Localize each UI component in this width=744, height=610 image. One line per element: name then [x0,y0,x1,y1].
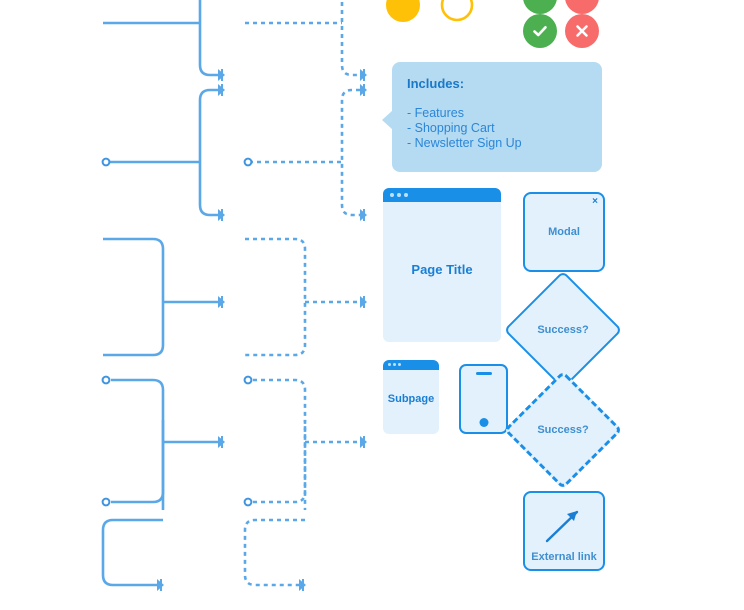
connector-dashed-3a [245,237,307,357]
connector-solid-4a [111,378,165,510]
failure-cross-icon-top[interactable] [565,0,599,14]
dashed-connectors-group [243,0,367,591]
connector-solid-3a [103,237,165,357]
external-link-label: External link [531,551,597,563]
connector-dashed-4a [253,378,307,510]
connector-dashed-6a [243,518,305,587]
success-check-icon-top[interactable] [523,0,557,14]
diagonal-arrow-icon [545,510,579,543]
browser-window-subpage[interactable]: Subpage [383,360,439,434]
cross-icon [576,25,588,37]
failure-cross-icon[interactable] [565,14,599,48]
window-titlebar [383,360,439,370]
connector-solid-1a [198,0,218,77]
window-dot [398,363,401,366]
warning-filled-icon[interactable] [386,0,420,22]
window-titlebar [383,188,501,202]
warning-outline-icon[interactable] [440,0,474,22]
connector-solid-2a [198,88,218,217]
modal-shape[interactable]: × Modal [523,192,605,272]
decision-label: Success? [537,324,589,336]
phone-speaker [475,372,492,375]
close-icon[interactable]: × [592,196,598,207]
solid-connectors-group [101,0,225,591]
callout-list-item: - Newsletter Sign Up [407,136,522,150]
open-circle-endpoints-solid [101,157,111,507]
window-dot [390,193,394,197]
subpage-title: Subpage [387,393,435,405]
callout-tail [382,110,393,130]
decision-diamond-dashed[interactable]: Success? [503,370,623,490]
mobile-device-icon[interactable] [459,364,508,434]
success-check-icon[interactable] [523,14,557,48]
arrow-endpoints-dashed [299,69,367,591]
open-circle-endpoints-dashed [243,157,253,507]
connector-solid-5a [111,420,165,504]
decision-label: Success? [537,424,589,436]
arrow-endpoints-solid [157,69,225,591]
window-dot [388,363,391,366]
callout-list-item: - Features [407,106,464,120]
callout-title: Includes: [407,76,465,91]
connector-solid-6a [101,518,163,587]
external-link-shape[interactable]: External link [523,491,605,571]
includes-callout: Includes: - Features - Shopping Cart - N… [382,62,602,172]
window-dot [404,193,408,197]
window-dot [397,193,401,197]
modal-label: Modal [548,226,580,238]
window-dot [393,363,396,366]
page-title: Page Title [411,262,473,277]
check-icon [533,26,547,37]
decision-diamond-solid[interactable]: Success? [503,270,623,390]
browser-window-page[interactable]: Page Title [383,188,501,342]
callout-list-item: - Shopping Cart [407,121,495,135]
callout-list: - Features - Shopping Cart - Newsletter … [407,106,522,151]
connector-dashed-1a [340,0,360,77]
phone-home-button[interactable] [479,418,488,427]
connector-dashed-2a [340,88,360,217]
connector-dashed-5a [253,420,307,504]
